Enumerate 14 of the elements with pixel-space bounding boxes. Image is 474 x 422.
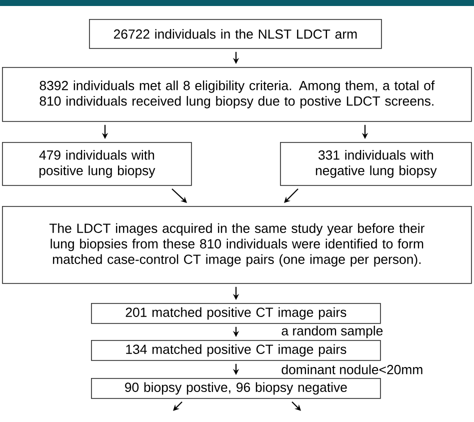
- flow-box: The LDCT images acquired in the same study year before their lung biopsies from these 810 individuals were identified to form matched case-control CT image pairs (one image per person).: [2, 206, 472, 284]
- flow-box: 331 individuals with negative lung biopsy: [280, 142, 472, 186]
- flow-box: 26722 individuals in the NLST LDCT arm: [89, 19, 382, 49]
- flow-box: 201 matched positive CT image pairs: [91, 302, 381, 324]
- arrow: [172, 188, 187, 203]
- flow-box: 90 biopsy postive, 96 biopsy negative: [91, 378, 381, 399]
- edge-label: dominant nodule<20mm: [282, 364, 422, 374]
- arrow: [284, 188, 298, 203]
- flow-box: 479 individuals with positive lung biopsy: [2, 142, 192, 186]
- flow-box: 134 matched positive CT image pairs: [91, 340, 381, 361]
- arrow: [173, 402, 182, 411]
- edge-label: a random sample: [282, 326, 383, 338]
- arrow: [292, 402, 301, 411]
- flow-box: 8392 individuals met all 8 eligibility criteria. Among them, a total of 810 individuals received lung biopsy due to postive LDCT screens.: [2, 67, 472, 122]
